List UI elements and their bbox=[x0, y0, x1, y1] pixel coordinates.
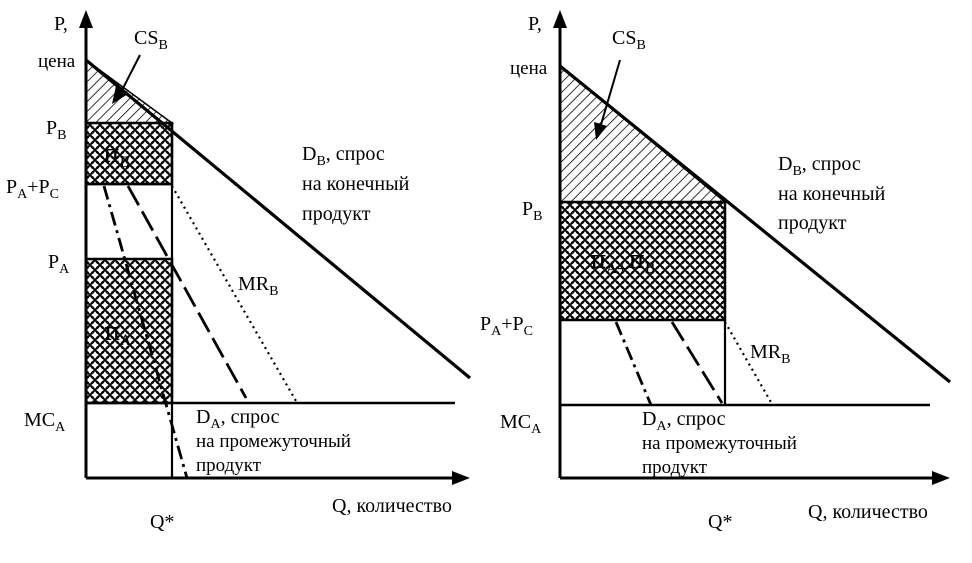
right-cs-pointer bbox=[599, 59, 621, 129]
right-db-label-line2: на конечный bbox=[778, 183, 886, 205]
left-dashed-line bbox=[126, 185, 248, 399]
left-cs-pointer bbox=[119, 54, 141, 95]
left-axis-y-label: P, bbox=[54, 13, 68, 35]
left-pi-b-area bbox=[84, 121, 174, 186]
left-db-label-line3: продукт bbox=[302, 203, 371, 225]
right-mrb-label: MRB bbox=[750, 341, 790, 367]
left-da-label-line2: на промежуточный bbox=[196, 431, 351, 452]
right-axis-y-label: P, bbox=[528, 13, 542, 35]
right-mca-label: MCA bbox=[500, 411, 542, 437]
left-pi-a-area bbox=[84, 257, 174, 405]
left-pi-a-label: πA bbox=[104, 317, 131, 349]
left-mrb-label: MRB bbox=[238, 273, 278, 299]
right-da-label-line2: на промежуточный bbox=[642, 433, 797, 454]
left-da-label-line3: продукт bbox=[196, 455, 262, 476]
left-axis-x-label: Q, количество bbox=[332, 495, 452, 517]
right-mrb-line bbox=[724, 321, 773, 405]
right-da-label-line1: DA, спрос bbox=[642, 408, 726, 434]
left-db-label-line2: на конечный bbox=[302, 173, 410, 195]
right-axis-x-label: Q, количество bbox=[808, 501, 928, 523]
right-db-label-line1: DB, спрос bbox=[778, 153, 861, 179]
left-da-line bbox=[102, 185, 189, 479]
left-x-axis-arrow bbox=[452, 471, 470, 485]
right-axis-y-sublabel: цена bbox=[510, 58, 548, 79]
left-pa-pc-label: PA+PC bbox=[6, 176, 59, 202]
left-db-line bbox=[84, 58, 472, 380]
left-diagram: P, цена CSB PB PA+PC PA MCA πB πA DB, сп… bbox=[6, 10, 472, 533]
left-pi-b-label: πB bbox=[103, 139, 130, 171]
right-db-label-line3: продукт bbox=[778, 212, 847, 234]
right-pi-ab-label: πA+πB bbox=[590, 245, 655, 277]
right-x-axis-arrow bbox=[932, 471, 950, 485]
right-cs-pointer-head bbox=[594, 122, 607, 140]
right-cs-label: CSB bbox=[612, 27, 646, 53]
left-pa-label: PA bbox=[48, 251, 70, 277]
right-y-axis-arrow bbox=[553, 10, 567, 28]
left-cs-label: CSB bbox=[134, 27, 168, 53]
left-db-label-line1: DB, спрос bbox=[302, 143, 385, 169]
left-mca-label: MCA bbox=[24, 409, 66, 435]
right-diagram: P, цена CSB PB PA+PC MCA πA+πB DB, спрос… bbox=[480, 10, 952, 533]
left-pb-label: PB bbox=[46, 117, 66, 143]
left-da-label-line1: DA, спрос bbox=[196, 406, 280, 432]
left-y-axis-arrow bbox=[79, 10, 93, 28]
right-pa-pc-label: PA+PC bbox=[480, 313, 533, 339]
right-da-label-line3: продукт bbox=[642, 457, 708, 478]
right-da-line bbox=[614, 321, 653, 406]
left-q-star-label: Q* bbox=[150, 511, 174, 533]
left-axis-y-sublabel: цена bbox=[38, 51, 76, 72]
right-q-star-label: Q* bbox=[708, 511, 732, 533]
right-pi-ab-area bbox=[558, 200, 727, 322]
right-pb-label: PB bbox=[522, 198, 542, 224]
right-dashed-line bbox=[670, 321, 724, 404]
right-db-line bbox=[558, 64, 952, 384]
left-cs-pointer-head bbox=[112, 86, 128, 104]
